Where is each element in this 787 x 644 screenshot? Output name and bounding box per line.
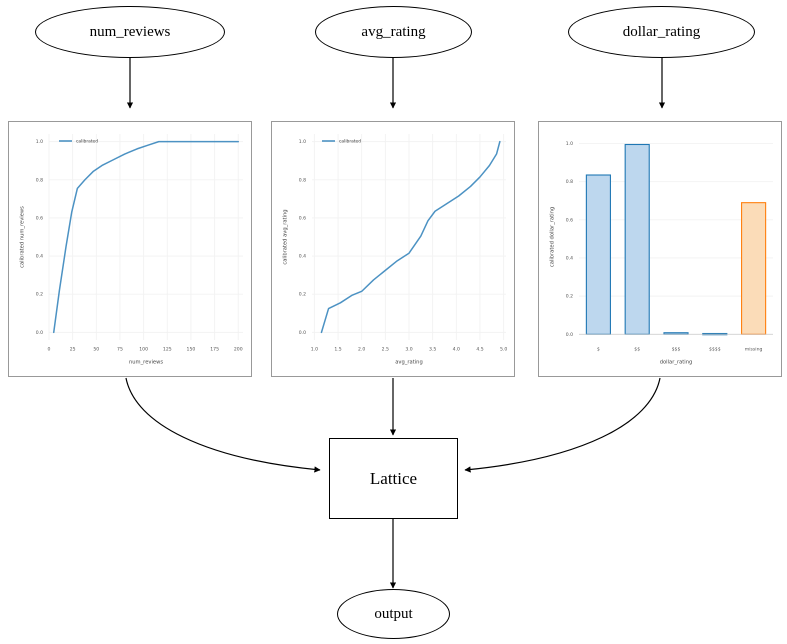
x-tick-label: 150 bbox=[187, 347, 196, 353]
x-tick-label: $ bbox=[597, 347, 600, 353]
node-lattice-label: Lattice bbox=[369, 468, 418, 488]
edge-calibrator-num-reviews-to-lattice bbox=[125, 377, 321, 473]
x-axis-label: num_reviews bbox=[129, 360, 163, 366]
y-tick-label: 0.4 bbox=[36, 254, 43, 260]
x-tick-label: $$ bbox=[634, 347, 640, 353]
y-tick-label: 1.0 bbox=[299, 139, 306, 145]
y-axis-label: calibrated num_reviews bbox=[20, 206, 26, 268]
y-tick-label: 0.0 bbox=[566, 332, 573, 338]
y-tick-label: 0.0 bbox=[299, 330, 306, 336]
y-tick-label: 0.4 bbox=[299, 254, 306, 260]
plot-area bbox=[579, 134, 773, 340]
x-tick-label: missing bbox=[745, 347, 763, 353]
chart-panel-num-reviews[interactable]: 0 25 50 75 100 125 150 175 200 0.0 0.2 0.4 0.6 0.8 1.0… bbox=[8, 121, 252, 377]
node-avg-rating[interactable]: avg_rating bbox=[315, 6, 472, 58]
node-dollar-rating[interactable]: dollar_rating bbox=[568, 6, 755, 58]
y-tick-label: 1.0 bbox=[566, 141, 573, 147]
y-tick-label: 0.4 bbox=[566, 255, 573, 261]
node-num-reviews[interactable]: num_reviews bbox=[35, 6, 225, 58]
x-tick-label: 2.0 bbox=[358, 347, 365, 353]
plot-area bbox=[49, 134, 243, 340]
y-tick-label: 1.0 bbox=[36, 139, 43, 145]
x-tick-label: 2.5 bbox=[382, 347, 389, 353]
x-tick-label: 125 bbox=[163, 347, 172, 353]
y-tick-label: 0.2 bbox=[36, 292, 43, 298]
node-lattice[interactable]: Lattice bbox=[329, 438, 458, 519]
x-tick-label: 4.0 bbox=[453, 347, 460, 353]
x-tick-label: 50 bbox=[93, 347, 99, 353]
x-tick-label: 1.5 bbox=[334, 347, 341, 353]
y-tick-label: 0.0 bbox=[36, 330, 43, 336]
x-tick-label: 4.5 bbox=[476, 347, 483, 353]
bar-missing bbox=[741, 202, 767, 335]
x-tick-label: 3.0 bbox=[405, 347, 412, 353]
x-tick-label: 5.0 bbox=[500, 347, 507, 353]
edge-calibrator-dollar-rating-to-lattice bbox=[464, 377, 661, 473]
node-output-label: output bbox=[374, 605, 413, 622]
y-tick-label: 0.8 bbox=[36, 177, 43, 183]
legend-label: calibrated bbox=[339, 139, 361, 145]
x-tick-label: 3.5 bbox=[429, 347, 436, 353]
node-avg-rating-label: avg_rating bbox=[361, 23, 426, 40]
legend-label: calibrated bbox=[76, 139, 98, 145]
y-tick-label: 0.2 bbox=[299, 292, 306, 298]
y-tick-label: 0.8 bbox=[299, 177, 306, 183]
x-tick-label: $$$ bbox=[672, 347, 681, 353]
x-tick-label: 0 bbox=[48, 347, 51, 353]
x-tick-label: $$$$ bbox=[709, 347, 721, 353]
x-tick-label: 200 bbox=[234, 347, 243, 353]
y-axis-label: calibrated avg_rating bbox=[283, 209, 289, 264]
bar-$$ bbox=[624, 143, 650, 335]
y-tick-label: 0.8 bbox=[566, 179, 573, 185]
node-num-reviews-label: num_reviews bbox=[89, 23, 171, 40]
series-line-calibrated bbox=[320, 140, 501, 334]
chart-dollar-rating-calibrator: $$$$$$$$$$missing0.00.20.40.60.81.0dolla… bbox=[550, 134, 773, 366]
y-tick-label: 0.6 bbox=[299, 215, 306, 221]
x-tick-label: 75 bbox=[117, 347, 123, 353]
chart-num-reviews-calibrator: 0 25 50 75 100 125 150 175 200 0.0 0.2 0.4 0.6 0.8 1.0… bbox=[20, 134, 243, 366]
node-output[interactable]: output bbox=[337, 589, 450, 639]
x-tick-label: 100 bbox=[139, 347, 148, 353]
x-tick-label: 25 bbox=[70, 347, 76, 353]
x-tick-label: 1.0 bbox=[311, 347, 318, 353]
y-tick-label: 0.6 bbox=[566, 217, 573, 223]
y-axis-label: calibrated dollar_rating bbox=[550, 207, 556, 267]
y-tick-label: 0.2 bbox=[566, 294, 573, 300]
chart-panel-avg-rating[interactable]: 1.0 1.5 2.0 2.5 3.0 3.5 4.0 4.5 5.0 0.0 0.2 0.4 0.6 0… bbox=[271, 121, 515, 377]
bar-$ bbox=[585, 174, 611, 335]
x-axis-label: avg_rating bbox=[395, 360, 423, 366]
x-axis-label: dollar_rating bbox=[660, 360, 693, 366]
node-dollar-rating-label: dollar_rating bbox=[622, 23, 701, 40]
y-tick-label: 0.6 bbox=[36, 215, 43, 221]
series-line-calibrated bbox=[52, 140, 240, 334]
chart-avg-rating-calibrator: 1.0 1.5 2.0 2.5 3.0 3.5 4.0 4.5 5.0 0.0 0.2 0.4 0.6 0… bbox=[283, 134, 507, 366]
x-tick-label: 175 bbox=[210, 347, 219, 353]
